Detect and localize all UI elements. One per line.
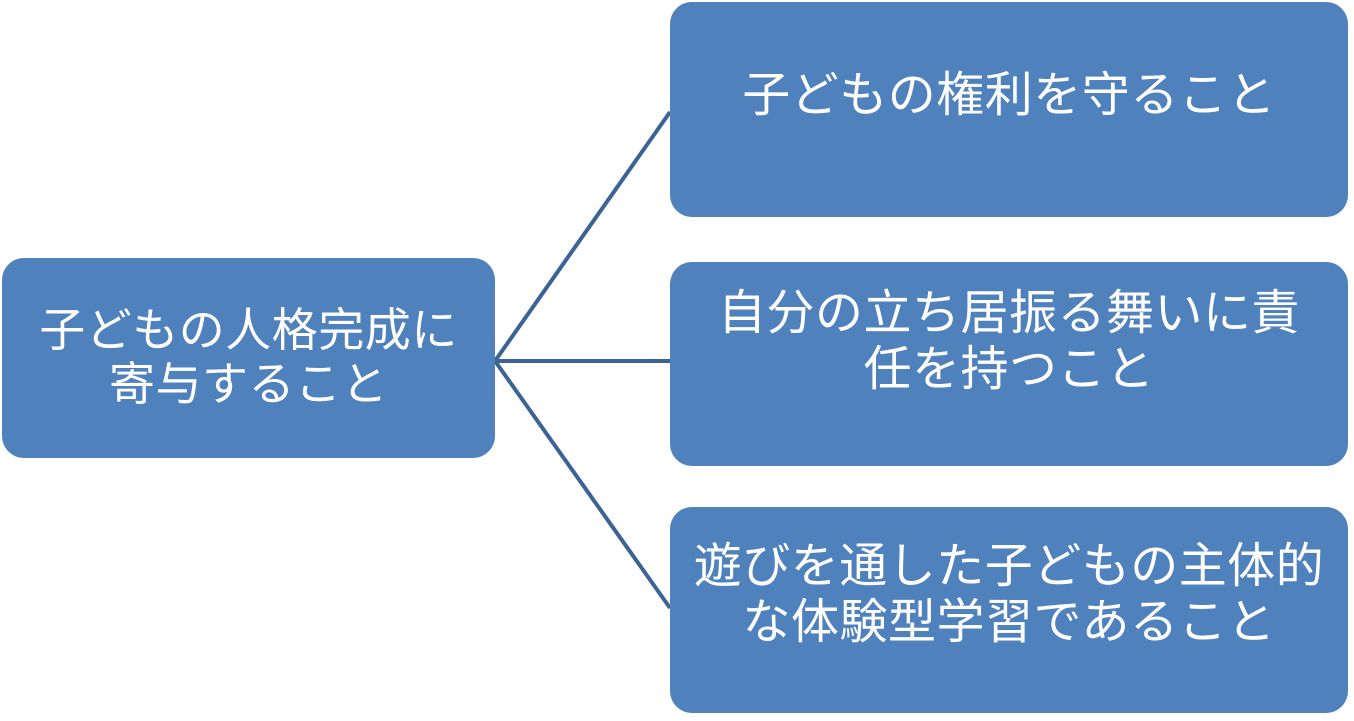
node-child-play-learning[interactable]: 遊びを通した子どもの主体的 な体験型学習であること xyxy=(670,507,1348,713)
node-child-play-learning-label: 遊びを通した子どもの主体的 な体験型学習であること xyxy=(693,540,1325,650)
node-child-responsibility[interactable]: 自分の立ち居振る舞いに責 任を持つこと xyxy=(670,262,1348,466)
connector-root-to-child-0 xyxy=(493,110,672,363)
node-child-rights[interactable]: 子どもの権利を守ること xyxy=(670,2,1348,217)
node-root[interactable]: 子どもの人格完成に 寄与すること xyxy=(2,258,495,458)
node-child-responsibility-label: 自分の立ち居振る舞いに責 任を持つこと xyxy=(717,287,1300,397)
node-root-label: 子どもの人格完成に 寄与すること xyxy=(39,304,458,410)
node-child-rights-label: 子どもの権利を守ること xyxy=(742,69,1276,122)
connector-root-to-child-2 xyxy=(493,359,672,610)
